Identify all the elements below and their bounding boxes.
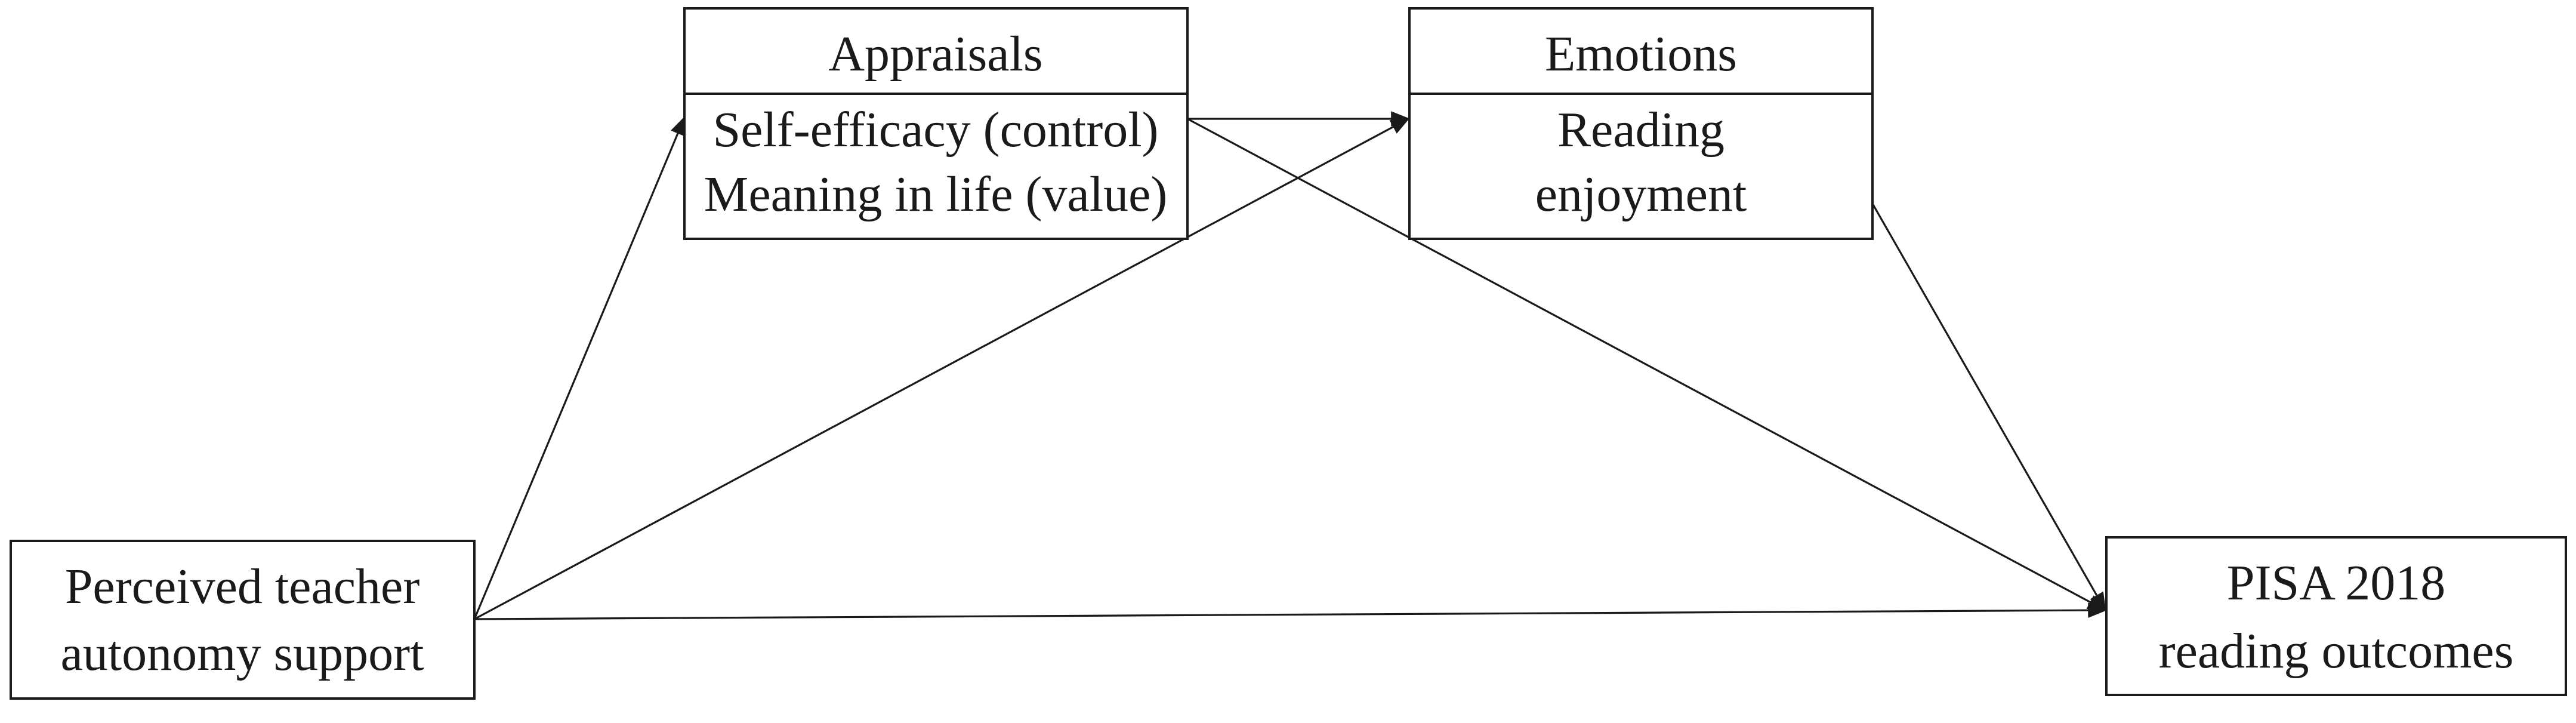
arrow-teacher-to-appraisals xyxy=(473,116,686,620)
node-outcomes: PISA 2018 reading outcomes xyxy=(2105,536,2567,696)
teacher-support-line-2: autonomy support xyxy=(61,626,424,681)
outcomes-line-2: reading outcomes xyxy=(2159,623,2514,679)
emotions-line-2: enjoyment xyxy=(1535,167,1747,222)
emotions-box xyxy=(1408,7,1874,240)
teacher-support-box xyxy=(10,540,476,700)
emotions-header: Emotions xyxy=(1545,26,1737,82)
appraisals-line-1: Self-efficacy (control) xyxy=(712,102,1158,158)
arrows xyxy=(473,111,2108,620)
outcomes-box xyxy=(2105,536,2567,696)
appraisals-header: Appraisals xyxy=(828,26,1042,82)
arrow-emotions-to-outcomes xyxy=(1827,125,2106,612)
emotions-line-1: Reading xyxy=(1557,102,1724,158)
teacher-support-line-1: Perceived teacher xyxy=(65,559,420,614)
arrow-teacher-to-emotions xyxy=(474,118,1410,620)
node-emotions: Emotions Reading enjoyment xyxy=(1408,7,1874,240)
node-appraisals: Appraisals Self-efficacy (control) Meani… xyxy=(683,7,1189,240)
appraisals-box xyxy=(683,7,1189,240)
arrow-teacher-to-outcomes xyxy=(474,602,2108,620)
arrow-appraisals-to-outcomes xyxy=(1187,118,2107,611)
appraisals-line-2: Meaning in life (value) xyxy=(704,167,1168,222)
node-teacher-support: Perceived teacher autonomy support xyxy=(10,540,476,700)
outcomes-line-1: PISA 2018 xyxy=(2227,555,2445,611)
